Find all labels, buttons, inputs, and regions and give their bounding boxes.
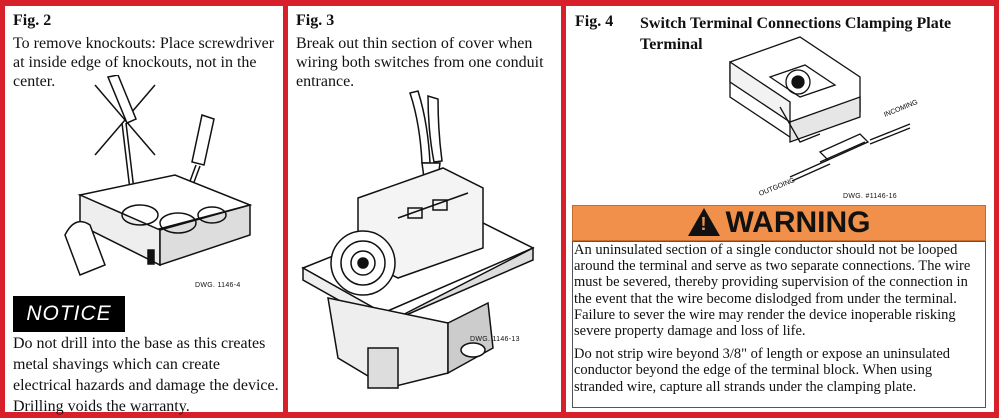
switch-cover-pliers-illustration [301,90,535,389]
warning-label: WARNING [725,206,871,239]
warning-exclamation: ! [700,214,707,234]
left-red-rule [0,0,5,418]
right-red-rule [994,0,999,418]
fig3-instructions: Break out thin section of cover when wir… [296,35,544,90]
warning-paragraph-1: An uninsulated section of a single condu… [574,242,971,340]
fig4-caption: Switch Terminal Connections Clamping Pla… [640,15,952,53]
knockout-screwdriver-illustration [64,75,253,276]
fig4-label: Fig. 4 [575,13,614,30]
bottom-red-rule [0,412,999,418]
fig2-title: Fig. 2 [13,12,52,29]
fig4-drawing-number: DWG. #1146-16 [843,193,897,200]
notice-label: NOTICE [13,296,125,332]
top-red-rule [0,0,999,6]
warning-triangle-icon: ! [687,208,720,236]
incoming-label: INCOMING [883,99,919,119]
notice-text: Do not drill into the base as this creat… [13,335,279,415]
fig3-title: Fig. 3 [296,12,335,29]
warning-paragraph-2: Do not strip wire beyond 3/8" of length … [574,346,951,395]
fig3-drawing-number: DWG. 1146-13 [470,336,520,343]
column-divider-1 [283,0,288,418]
warning-header: ! WARNING [572,205,986,241]
outgoing-label: OUTGOING [758,177,796,198]
fig2-instructions: To remove knockouts: Place screwdriver a… [13,35,275,90]
column-divider-2 [561,0,566,418]
fig2-drawing-number: DWG. 1146-4 [195,282,241,289]
warning-text-box: An uninsulated section of a single condu… [572,241,986,408]
clamping-plate-terminal-illustration: INCOMING OUTGOING [729,36,919,198]
